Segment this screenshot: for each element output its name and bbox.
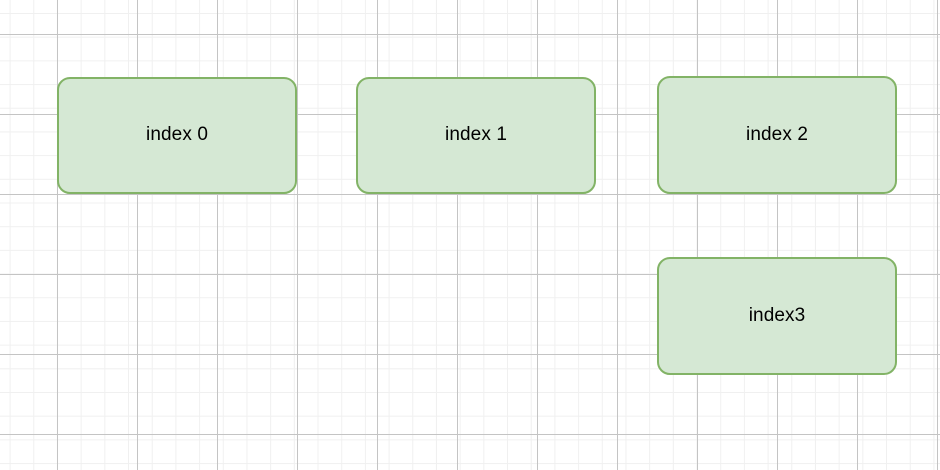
- diagram-node-label: index 2: [746, 123, 808, 145]
- diagram-node-index-0[interactable]: index 0: [57, 77, 297, 194]
- diagram-node-index-2[interactable]: index 2: [657, 76, 897, 194]
- diagram-node-index-1[interactable]: index 1: [356, 77, 596, 194]
- diagram-node-label: index3: [748, 304, 806, 326]
- diagram-node-index-3[interactable]: index3: [657, 257, 897, 375]
- diagram-node-label: index 1: [445, 124, 507, 146]
- diagram-node-label: index 0: [146, 124, 208, 146]
